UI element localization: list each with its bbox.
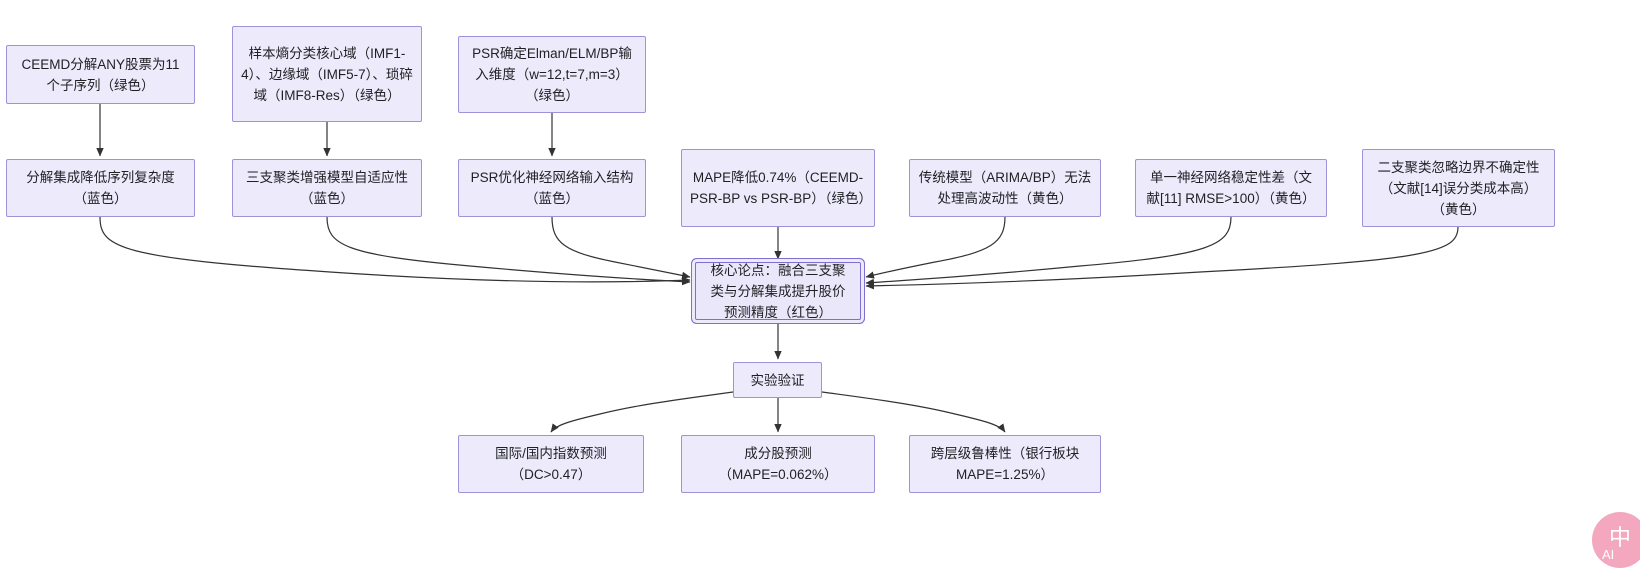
node-two-way-clustering-boundary[interactable]: 二支聚类忽略边界不确定性（文献[14]误分类成本高）（黄色） <box>1362 149 1555 227</box>
node-sample-entropy-classification[interactable]: 样本熵分类核心域（IMF1-4）、边缘域（IMF5-7）、琐碎域（IMF8-Re… <box>232 26 422 122</box>
node-psr-optimize-network-input[interactable]: PSR优化神经网络输入结构（蓝色） <box>458 159 646 217</box>
edge-n9-core <box>865 216 1232 287</box>
node-index-forecast[interactable]: 国际/国内指数预测（DC>0.47） <box>458 435 644 493</box>
edge-n8-core <box>865 216 1006 279</box>
node-label: PSR优化神经网络输入结构（蓝色） <box>470 170 634 206</box>
edge-n11-n12 <box>550 391 734 433</box>
node-psr-input-dimension[interactable]: PSR确定Elman/ELM/BP输入维度（w=12,t=7,m=3）（绿色） <box>458 36 646 113</box>
node-label: 跨层级鲁棒性（银行板块MAPE=1.25%） <box>930 446 1080 482</box>
node-cross-level-robustness[interactable]: 跨层级鲁棒性（银行板块MAPE=1.25%） <box>909 435 1101 493</box>
node-mape-improvement[interactable]: MAPE降低0.74%（CEEMD-PSR-BP vs PSR-BP）（绿色） <box>681 149 875 227</box>
edge-n6-core <box>551 216 691 280</box>
node-label: 实验验证 <box>750 372 805 388</box>
node-label: 成分股预测（MAPE=0.062%） <box>718 446 838 482</box>
node-experimental-validation[interactable]: 实验验证 <box>733 362 822 398</box>
watermark-glyph: 中 <box>1608 525 1631 550</box>
edge-n11-n14 <box>821 391 1006 433</box>
node-label: CEEMD分解ANY股票为11个子序列（绿色） <box>21 56 180 93</box>
node-label: PSR确定Elman/ELM/BP输入维度（w=12,t=7,m=3）（绿色） <box>472 46 632 103</box>
node-label: 二支聚类忽略边界不确定性（文献[14]误分类成本高）（黄色） <box>1377 159 1540 217</box>
node-three-way-clustering-adaptivity[interactable]: 三支聚类增强模型自适应性（蓝色） <box>232 159 422 217</box>
node-label: 三支聚类增强模型自适应性（蓝色） <box>246 170 408 206</box>
node-single-network-instability[interactable]: 单一神经网络稳定性差（文献[11] RMSE>100）（黄色） <box>1135 159 1327 217</box>
watermark-subtext: AI <box>1602 547 1615 562</box>
node-traditional-model-limitation[interactable]: 传统模型（ARIMA/BP）无法处理高波动性（黄色） <box>909 159 1101 217</box>
node-constituent-stock-forecast[interactable]: 成分股预测（MAPE=0.062%） <box>681 435 875 493</box>
node-reduce-sequence-complexity[interactable]: 分解集成降低序列复杂度（蓝色） <box>6 159 195 217</box>
node-label: 核心论点：融合三支聚类与分解集成提升股价预测精度（红色） <box>710 262 846 320</box>
node-core-thesis[interactable]: 核心论点：融合三支聚类与分解集成提升股价预测精度（红色） <box>695 262 861 320</box>
node-label: MAPE降低0.74%（CEEMD-PSR-BP vs PSR-BP）（绿色） <box>690 170 873 206</box>
watermark-badge: 中 AI <box>1592 512 1640 568</box>
node-label: 国际/国内指数预测（DC>0.47） <box>495 446 607 482</box>
node-label: 样本熵分类核心域（IMF1-4）、边缘域（IMF5-7）、琐碎域（IMF8-Re… <box>241 45 413 103</box>
node-ceemd-decomposition[interactable]: CEEMD分解ANY股票为11个子序列（绿色） <box>6 45 195 104</box>
node-label: 传统模型（ARIMA/BP）无法处理高波动性（黄色） <box>918 170 1092 206</box>
node-label: 单一神经网络稳定性差（文献[11] RMSE>100）（黄色） <box>1146 170 1316 206</box>
node-label: 分解集成降低序列复杂度（蓝色） <box>26 170 175 206</box>
edge-n10-core <box>865 226 1459 290</box>
edge-n4-core <box>99 216 691 285</box>
edge-n5-core <box>326 216 691 286</box>
